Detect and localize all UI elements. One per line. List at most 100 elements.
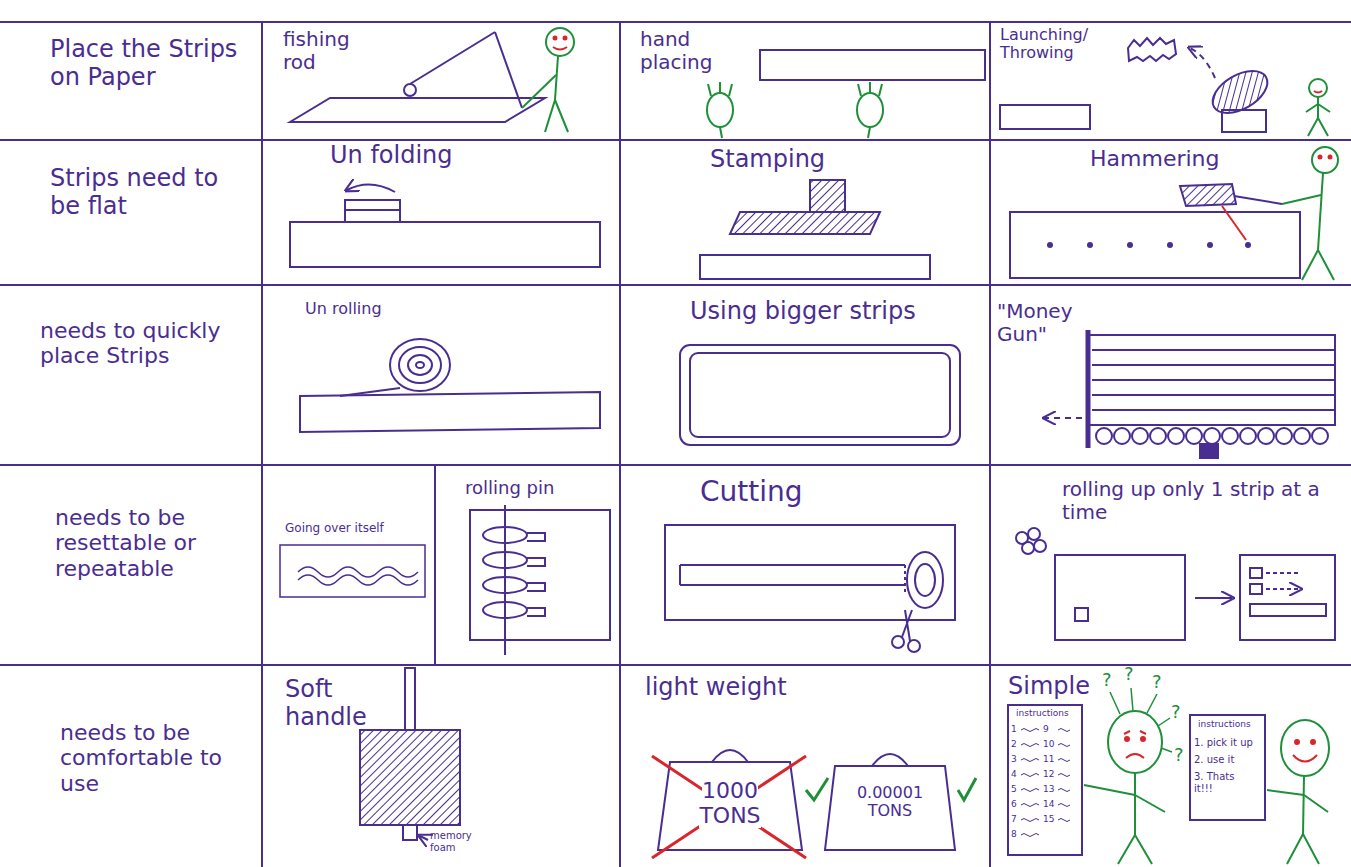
question-mark: ? — [1174, 745, 1184, 766]
single-strip-roll-sketch — [1195, 597, 1232, 599]
function-heading: needs to quickly place Strips — [40, 318, 255, 369]
simple-sketch — [1110, 688, 1172, 752]
question-mark: ? — [1152, 672, 1162, 693]
fishing-rod-sketch — [564, 37, 567, 40]
stamping-sketch — [700, 255, 930, 279]
cutting-sketch — [902, 610, 912, 641]
option-title: Hammering — [1090, 146, 1220, 171]
hand-placing-sketch — [868, 127, 870, 138]
option-title: Cutting — [700, 476, 803, 508]
simple-sketch — [1293, 755, 1317, 762]
hand-placing-sketch — [707, 93, 733, 127]
going-over-itself-sketch — [298, 567, 418, 577]
fishing-rod-sketch — [404, 84, 416, 96]
grid-lines — [261, 22, 263, 867]
list-number: 7 — [1011, 814, 1017, 824]
money-gun-sketch — [1204, 428, 1220, 444]
list-number: 9 — [1043, 724, 1049, 734]
money-gun-sketch — [1222, 428, 1238, 444]
single-strip-roll-sketch — [1055, 555, 1185, 640]
list-number: 8 — [1011, 829, 1017, 839]
paper-heading: instructions — [1016, 708, 1069, 718]
hand-placing-sketch — [858, 82, 882, 96]
simple-sketch — [1108, 711, 1162, 773]
simple-sketch — [1008, 688, 1329, 864]
label-ground: 1000 TONS — [699, 778, 760, 828]
single-strip-roll-sketch — [1240, 555, 1335, 640]
callout-label: memory foam — [430, 830, 485, 853]
single-strip-roll-sketch — [1250, 604, 1326, 616]
single-strip-roll-sketch — [1028, 528, 1040, 540]
single-strip-roll-sketch — [1250, 584, 1262, 594]
weights-sketch — [652, 756, 806, 858]
grid-lines — [0, 464, 1351, 466]
simple-sketch — [1311, 740, 1315, 744]
simple-sketch — [1008, 705, 1082, 855]
hammering-sketch — [1127, 242, 1133, 248]
option-title: rolling up only 1 strip at a time — [1062, 478, 1342, 524]
option-title: Un folding — [330, 142, 453, 170]
hammering-sketch — [1047, 242, 1251, 248]
hammering-sketch — [1010, 212, 1300, 278]
unrolling-sketch — [300, 392, 600, 432]
grid-lines — [0, 664, 1351, 666]
simple-sketch — [1124, 731, 1146, 734]
simple-sketch — [1281, 720, 1329, 776]
hammering-sketch — [1087, 242, 1093, 248]
single-strip-roll-sketch — [1022, 542, 1034, 554]
cutting-sketch — [904, 565, 906, 595]
weights-sketch — [872, 754, 908, 766]
going-over-itself-sketch — [298, 575, 418, 585]
grid-lines — [0, 22, 1351, 867]
grid-lines — [0, 139, 1351, 141]
hand-placing-sketch — [708, 82, 732, 96]
launching-sketch — [1190, 48, 1215, 78]
option-title: Un rolling — [305, 300, 382, 318]
hand-placing-sketch — [720, 127, 722, 138]
fishing-rod-sketch — [522, 75, 556, 108]
fishing-rod-sketch — [290, 98, 545, 122]
grid-lines — [0, 21, 1351, 23]
money-gun-sketch — [1092, 350, 1335, 410]
simple-sketch — [1267, 790, 1328, 864]
money-gun-sketch — [1096, 428, 1328, 444]
money-gun-sketch — [1312, 428, 1328, 444]
list-number: 10 — [1043, 739, 1054, 749]
list-number: 13 — [1043, 784, 1054, 794]
weight-label: 0.00001 TONS — [840, 784, 940, 821]
simple-sketch — [1134, 773, 1136, 835]
question-mark: ? — [1102, 670, 1112, 691]
weight-label: 1000 TONS — [690, 778, 770, 829]
list-number: 4 — [1011, 769, 1017, 779]
rolling-pin-sketch — [483, 602, 527, 618]
simple-sketch — [1190, 715, 1265, 820]
option-title: Launching/ Throwing — [1000, 26, 1095, 63]
cutting-sketch — [665, 525, 955, 620]
unfolding-sketch — [290, 184, 600, 267]
unfolding-sketch — [347, 184, 395, 192]
function-heading: Place the Strips on Paper — [50, 36, 250, 91]
unfolding-sketch — [345, 200, 400, 222]
simple-sketch — [1295, 740, 1299, 744]
cutting-sketch — [908, 640, 920, 652]
money-gun-sketch — [1168, 428, 1184, 444]
list-number: 3 — [1011, 754, 1017, 764]
fishing-rod-sketch — [555, 56, 558, 100]
weights-sketch — [652, 756, 806, 858]
rolling-pin-sketch — [470, 505, 610, 655]
cutting-sketch — [892, 636, 904, 648]
option-title: rolling pin — [465, 478, 554, 499]
instruction-line: 1. pick it up — [1194, 737, 1253, 749]
function-heading: Strips need to be flat — [50, 165, 240, 220]
soft-handle-sketch — [405, 668, 415, 730]
hammering-sketch — [1318, 173, 1323, 250]
weights-sketch — [825, 766, 955, 850]
single-strip-roll-sketch — [1250, 568, 1262, 578]
hammering-sketch — [1312, 147, 1338, 173]
soft-handle-sketch — [420, 836, 428, 840]
unrolling-sketch — [399, 347, 441, 383]
fishing-rod-sketch — [410, 32, 495, 84]
soft-handle-sketch — [360, 730, 460, 825]
single-strip-roll-sketch — [1075, 608, 1088, 621]
